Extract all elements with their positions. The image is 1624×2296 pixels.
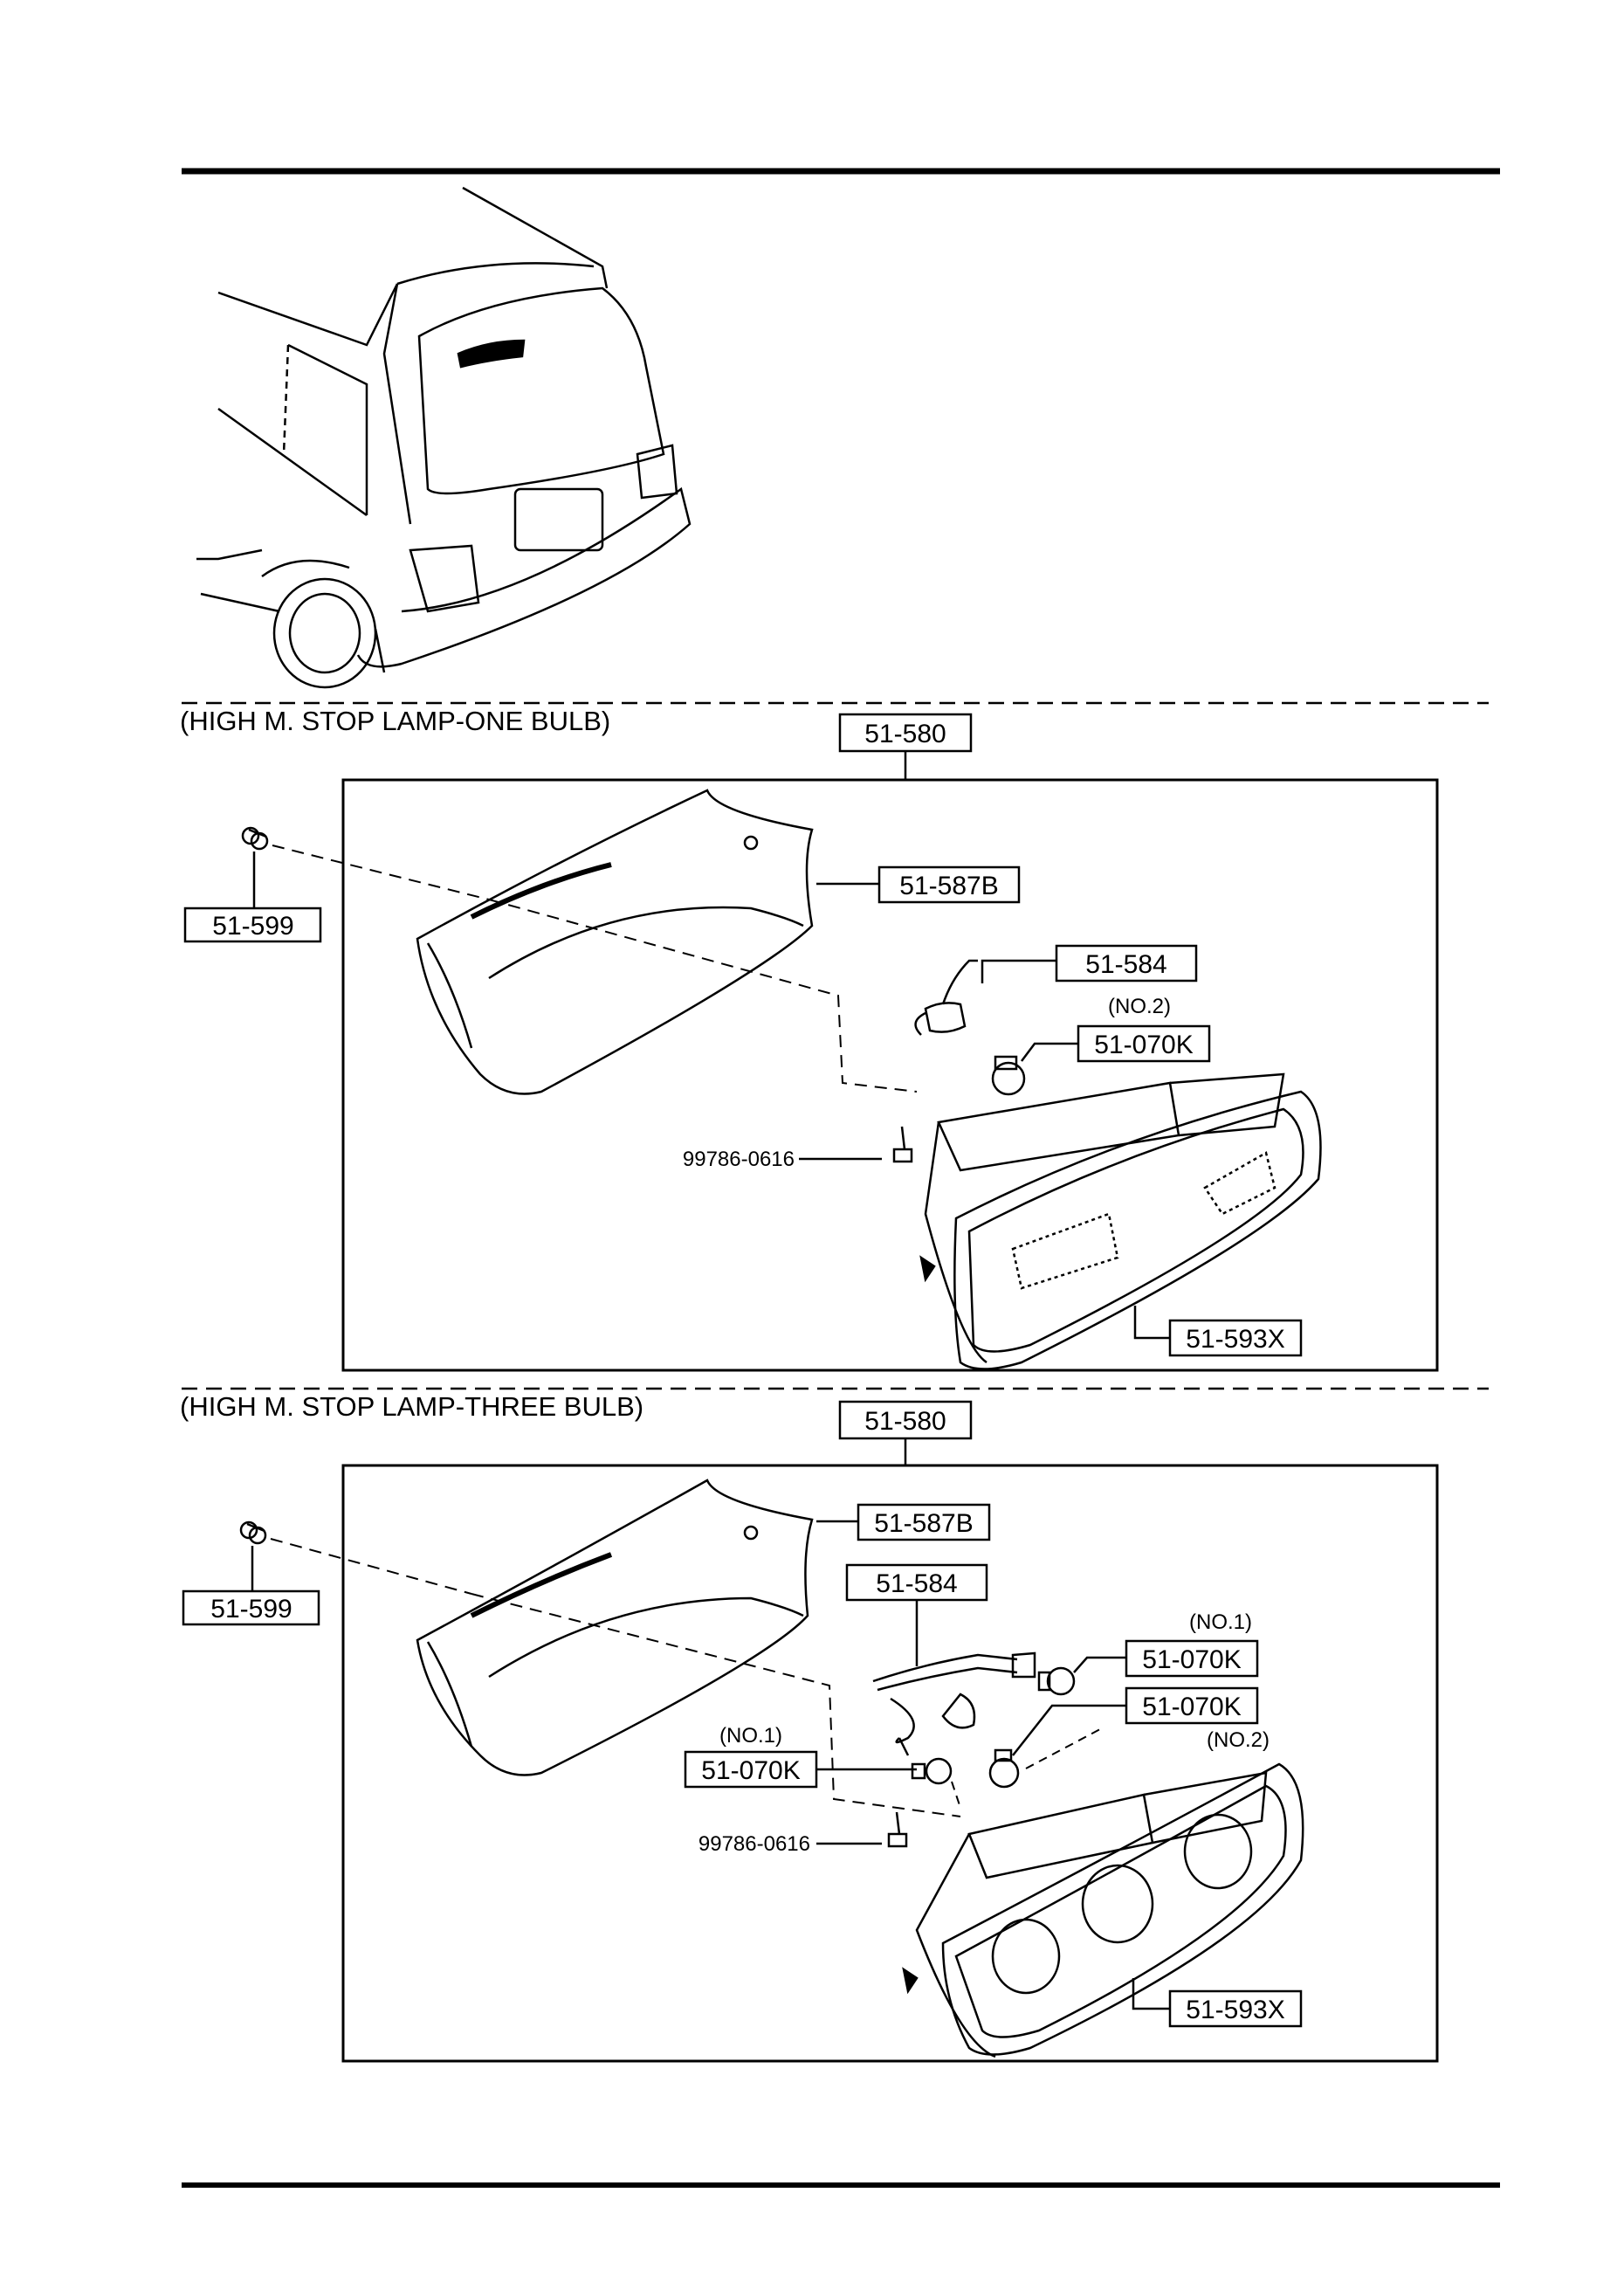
bulb-part-number[interactable]: 51-070K (701, 1756, 800, 1785)
leader-line (981, 959, 1056, 983)
alignment-line (272, 845, 490, 900)
socket-icon (914, 959, 978, 1036)
bulb-icon (911, 1757, 953, 1785)
alignment-line (488, 899, 918, 1093)
bulb-part-number[interactable]: 51-070K (1142, 1645, 1241, 1674)
housing-label-box (1168, 1989, 1303, 2028)
lens-cover-label-box (877, 865, 1021, 904)
screw-icon (887, 1811, 908, 1848)
housing-part-number[interactable]: 51-593X (1186, 1325, 1284, 1354)
socket-icon (872, 1651, 1036, 1756)
bulb-part-number[interactable]: 51-070K (1142, 1693, 1241, 1721)
vehicle-rear-view-icon (196, 186, 692, 689)
clip-part-number[interactable]: 51-599 (212, 912, 293, 941)
bulb-icon (1037, 1666, 1076, 1696)
lamp-cover-icon (416, 789, 814, 1095)
clip-label-box (182, 1589, 320, 1626)
housing-label-box (1168, 1319, 1303, 1357)
bulb-position-note: (NO.2) (1207, 1728, 1270, 1752)
bulb-position-note: (NO.2) (1108, 995, 1171, 1018)
clip-label-box (183, 907, 322, 943)
assembly-frame (341, 778, 1439, 1372)
assembly-frame (341, 1464, 1439, 2063)
housing-part-number[interactable]: 51-593X (1186, 1996, 1284, 2024)
leader-line (1133, 1306, 1170, 1340)
screw-part-number[interactable]: 99786-0616 (698, 1832, 810, 1856)
leader-line (1012, 1704, 1126, 1756)
lamp-cover-icon (416, 1479, 814, 1776)
lens-cover-part-number[interactable]: 51-587B (874, 1509, 973, 1538)
section-three-caption: (HIGH M. STOP LAMP-THREE BULB) (180, 1391, 643, 1422)
clip-icon (239, 1520, 267, 1545)
bulb-position-note: (NO.1) (719, 1724, 782, 1748)
alignment-line (270, 1538, 472, 1595)
lens-cover-part-number[interactable]: 51-587B (899, 872, 998, 900)
bulb-icon (988, 1748, 1020, 1789)
clip-icon (241, 826, 269, 851)
alignment-line (471, 1593, 961, 1817)
section-one-caption: (HIGH M. STOP LAMP-ONE BULB) (180, 706, 610, 736)
clip-part-number[interactable]: 51-599 (210, 1595, 292, 1624)
lamp-housing-icon (902, 1762, 1304, 2058)
bulb-label-box (1125, 1639, 1259, 1678)
bulb-position-note: (NO.1) (1189, 1610, 1252, 1634)
alignment-line (951, 1781, 961, 1809)
screw-icon (892, 1126, 913, 1163)
socket-part-number[interactable]: 51-584 (876, 1569, 957, 1598)
assembly-part-number[interactable]: 51-580 (864, 720, 946, 748)
socket-label-box (1055, 944, 1198, 983)
screw-part-number[interactable]: 99786-0616 (683, 1148, 795, 1171)
bulb-icon (991, 1055, 1026, 1096)
socket-part-number[interactable]: 51-584 (1085, 950, 1166, 979)
leader-line (1021, 1042, 1078, 1062)
leader-line (1132, 1978, 1170, 2010)
bulb-label-box (1077, 1024, 1211, 1063)
lamp-housing-icon (919, 1072, 1322, 1370)
leader-line (1073, 1656, 1126, 1673)
assembly-part-number[interactable]: 51-580 (864, 1407, 946, 1436)
bulb-part-number[interactable]: 51-070K (1094, 1031, 1193, 1059)
lens-cover-label-box (857, 1503, 991, 1541)
alignment-line (1025, 1728, 1101, 1769)
